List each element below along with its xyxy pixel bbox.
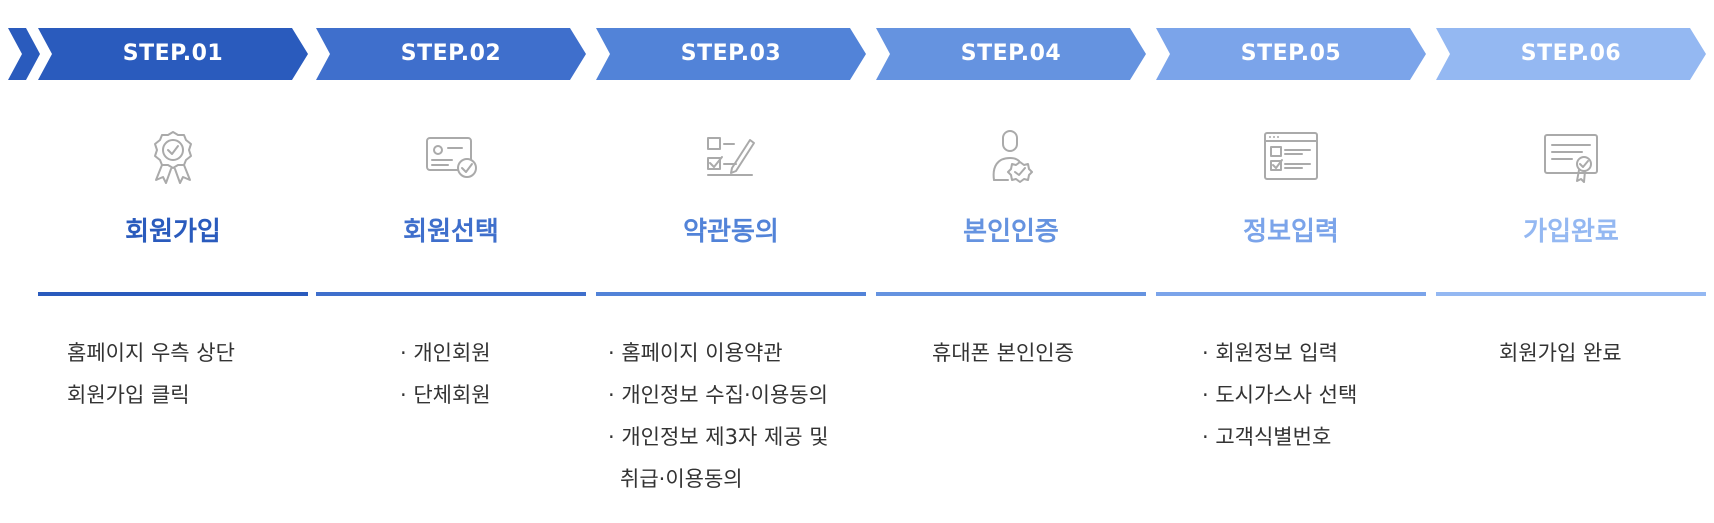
step-4-label: STEP.04 <box>960 41 1062 66</box>
step-6-arrow <box>1436 28 1706 80</box>
step-5-arrow <box>1156 28 1426 80</box>
certificate-document-icon <box>1542 128 1600 186</box>
step-1-divider <box>38 292 308 296</box>
step-6-label: STEP.06 <box>1520 41 1622 66</box>
step-4-title: 본인인증 <box>963 217 1059 247</box>
desc-line: · 홈페이지 이용약관 <box>608 341 783 365</box>
step-1-title: 회원가입 <box>125 217 221 247</box>
step-3: STEP.03 약관동의 · 홈페이지 이용약관 · 개인정보 수집·이용동의 … <box>596 0 866 523</box>
step-1: STEP.01 회원가입 홈페이지 우측 상단 회원가입 클릭 <box>38 0 308 523</box>
step-1-description: 홈페이지 우측 상단 회원가입 클릭 <box>67 332 235 416</box>
desc-line: · 개인정보 수집·이용동의 <box>608 383 828 407</box>
desc-line: · 도시가스사 선택 <box>1202 383 1358 407</box>
desc-line: 홈페이지 우측 상단 <box>67 341 235 365</box>
step-2: STEP.02 회원선택 · 개인회원 · 단체회원 <box>316 0 586 523</box>
desc-line: 회원가입 클릭 <box>67 383 190 407</box>
step-5: STEP.05 정보입력 · 회원정보 입력 · 도시가스사 선택 · <box>1156 0 1426 523</box>
step-3-label: STEP.03 <box>680 41 782 66</box>
step-3-title: 약관동의 <box>683 217 779 247</box>
step-2-title: 회원선택 <box>403 217 499 247</box>
lead-chevron-icon <box>8 28 40 80</box>
desc-line: · 개인정보 제3자 제공 및 <box>608 425 829 449</box>
step-5-description: · 회원정보 입력 · 도시가스사 선택 · 고객식별번호 <box>1202 332 1357 458</box>
step-3-arrow <box>596 28 866 80</box>
step-1-label: STEP.01 <box>122 41 224 66</box>
step-6-title: 가입완료 <box>1523 217 1619 247</box>
step-6: STEP.06 가입완료 회원가입 완료 <box>1436 0 1706 523</box>
user-verified-icon <box>982 128 1040 186</box>
desc-line: · 회원정보 입력 <box>1202 341 1338 365</box>
step-2-divider <box>316 292 586 296</box>
step-6-description: 회원가입 완료 <box>1499 332 1622 374</box>
form-window-icon <box>1262 128 1320 186</box>
member-card-check-icon <box>422 128 480 186</box>
step-3-description: · 홈페이지 이용약관 · 개인정보 수집·이용동의 · 개인정보 제3자 제공… <box>608 332 829 500</box>
step-2-label: STEP.02 <box>400 41 502 66</box>
step-2-description: · 개인회원 · 단체회원 <box>400 332 491 416</box>
step-5-label: STEP.05 <box>1240 41 1342 66</box>
desc-line: · 고객식별번호 <box>1202 425 1332 449</box>
desc-line: 회원가입 완료 <box>1499 341 1622 365</box>
step-4-divider <box>876 292 1146 296</box>
step-5-title: 정보입력 <box>1243 217 1339 247</box>
step-6-divider <box>1436 292 1706 296</box>
desc-line: · 개인회원 <box>400 341 491 365</box>
checklist-pen-icon <box>702 128 760 186</box>
desc-line: 취급·이용동의 <box>620 467 743 491</box>
step-3-divider <box>596 292 866 296</box>
certificate-badge-icon <box>144 128 202 186</box>
step-4-description: 휴대폰 본인인증 <box>932 332 1074 374</box>
desc-line: 휴대폰 본인인증 <box>932 341 1074 365</box>
step-4: STEP.04 본인인증 휴대폰 본인인증 <box>876 0 1146 523</box>
step-2-arrow <box>316 28 586 80</box>
desc-line: · 단체회원 <box>400 383 491 407</box>
step-5-divider <box>1156 292 1426 296</box>
step-1-arrow <box>38 28 308 80</box>
step-4-arrow <box>876 28 1146 80</box>
